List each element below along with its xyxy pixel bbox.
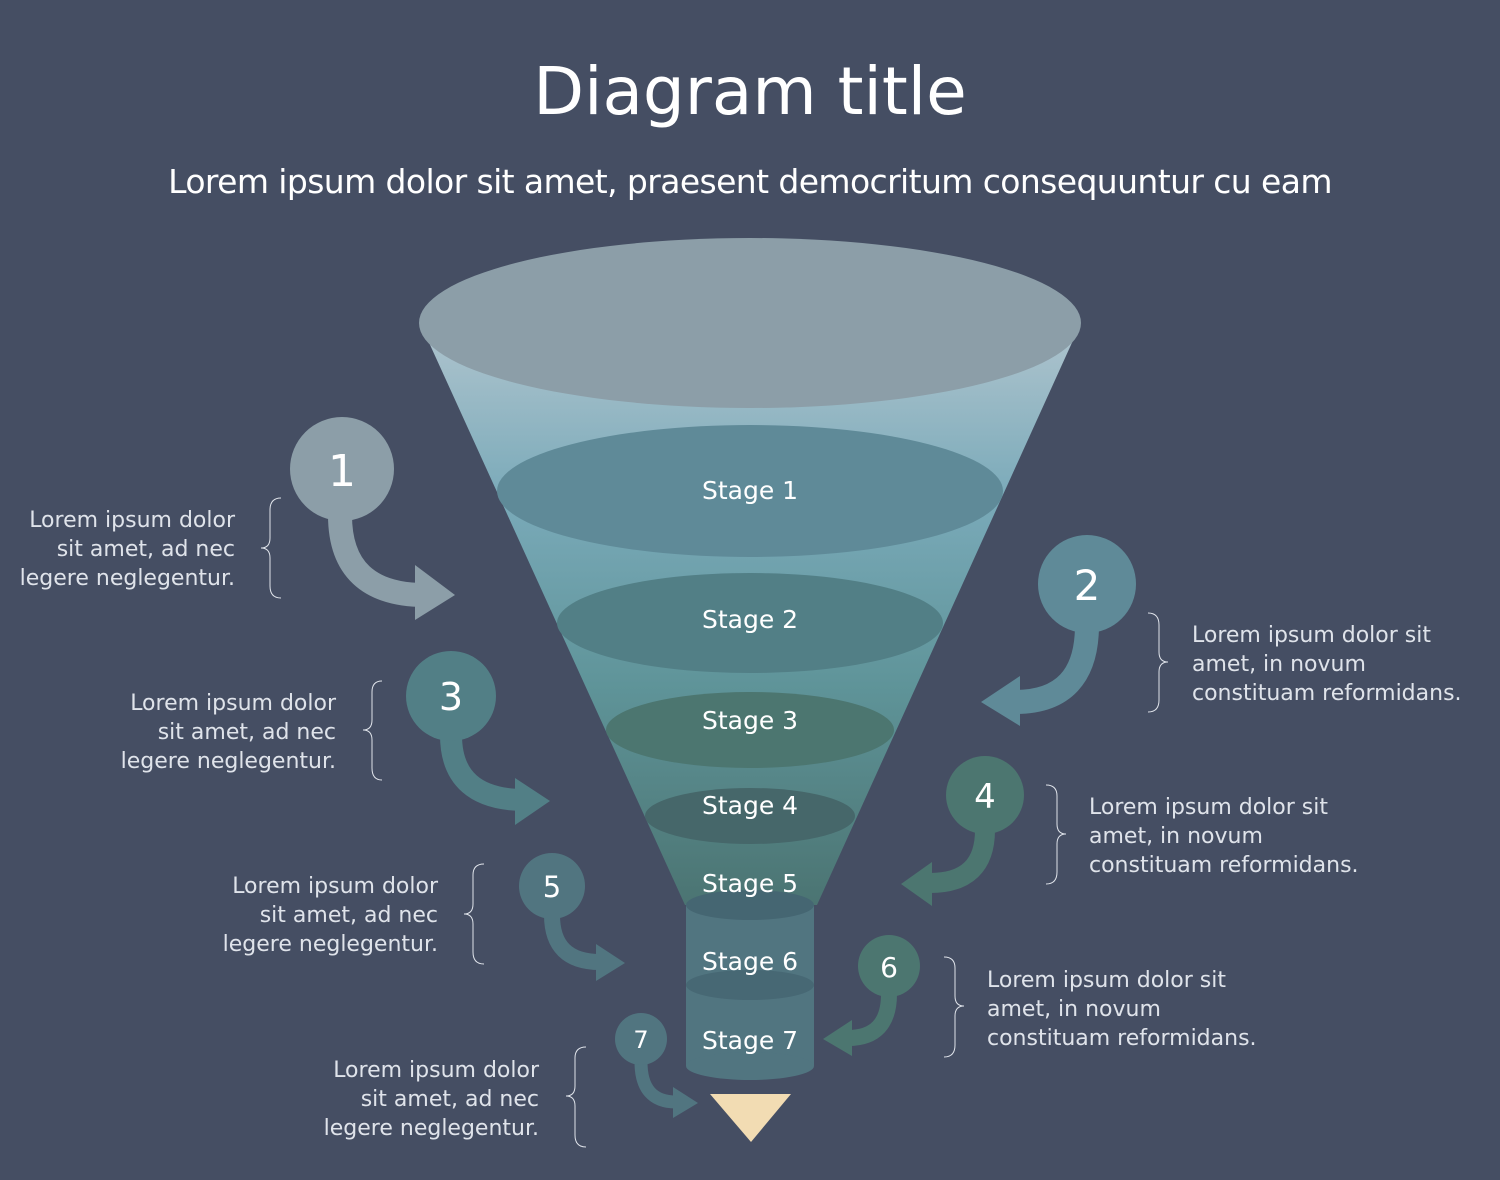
arrow-head-icon [981, 676, 1020, 726]
stage-label-2: Stage 2 [702, 605, 798, 634]
stage-label-3: Stage 3 [702, 706, 798, 735]
brace-icon [1147, 612, 1169, 713]
step-badge-5 [519, 853, 585, 919]
output-triangle [710, 1094, 791, 1142]
arrow-head-icon [415, 565, 455, 620]
curved-arrow-icon [440, 734, 526, 811]
stage-3-band [606, 692, 894, 768]
brace-icon [362, 680, 383, 781]
callout-5: 5 [463, 853, 625, 981]
curved-arrow-icon [328, 514, 426, 607]
brace-icon [1045, 784, 1067, 885]
curved-arrow-icon [1014, 624, 1099, 714]
arrow-head-icon [901, 862, 932, 906]
step-number-3: 3 [439, 675, 463, 719]
curved-arrow-icon [634, 1061, 677, 1109]
funnel-top-rim [419, 238, 1081, 408]
stage-7-top [686, 970, 814, 1000]
brace-icon [260, 497, 282, 599]
arrow-head-icon [673, 1087, 698, 1118]
page-subtitle: Lorem ipsum dolor sit amet, praesent dem… [168, 162, 1332, 201]
stage-label-4: Stage 4 [702, 791, 798, 820]
step-badge-7 [615, 1013, 667, 1065]
callout-text-7: Lorem ipsum dolor sit amet, ad nec leger… [323, 1058, 539, 1141]
callout-text-3: Lorem ipsum dolor sit amet, ad nec leger… [120, 691, 336, 774]
step-number-5: 5 [543, 870, 561, 904]
step-number-2: 2 [1074, 561, 1101, 610]
brace-icon [565, 1046, 587, 1148]
step-badge-1 [290, 417, 394, 521]
stage-label-5: Stage 5 [702, 869, 798, 898]
brace-icon [463, 863, 485, 965]
step-badge-2 [1038, 535, 1136, 633]
callout-text-4: Lorem ipsum dolor sit amet, in novum con… [1089, 795, 1359, 878]
stage-label-1: Stage 1 [702, 476, 798, 505]
arrow-head-icon [515, 778, 550, 825]
stage-label-7: Stage 7 [702, 1026, 798, 1055]
curved-arrow-icon [929, 829, 995, 893]
curved-arrow-icon [544, 914, 601, 970]
stage-2-band [557, 573, 943, 673]
callout-3: 3 [362, 651, 550, 825]
stage-1-band [497, 425, 1003, 557]
callout-2: 2 [981, 535, 1169, 726]
funnel-neck-bottom [686, 1052, 814, 1080]
callout-text-6: Lorem ipsum dolor sit amet, in novum con… [987, 968, 1257, 1051]
callout-text-2: Lorem ipsum dolor sit amet, in novum con… [1192, 623, 1462, 706]
brace-icon [943, 956, 965, 1058]
callout-6: 6 [823, 935, 965, 1058]
step-number-1: 1 [328, 446, 356, 497]
stage-label-6: Stage 6 [702, 947, 798, 976]
step-badge-3 [406, 651, 496, 741]
step-number-4: 4 [974, 777, 996, 817]
step-badge-4 [946, 756, 1024, 834]
stage-4-band [645, 788, 855, 844]
stage-6-top [686, 890, 814, 920]
callout-7: 7 [565, 1013, 698, 1148]
callout-text-1: Lorem ipsum dolor sit amet, ad nec leger… [19, 508, 235, 591]
step-badge-6 [858, 935, 920, 997]
callout-1: 1 [260, 417, 455, 620]
callout-4: 4 [901, 756, 1067, 906]
arrow-head-icon [823, 1020, 852, 1056]
arrow-head-icon [596, 944, 625, 981]
curved-arrow-icon [847, 993, 897, 1046]
step-number-6: 6 [880, 951, 898, 984]
callout-text-5: Lorem ipsum dolor sit amet, ad nec leger… [222, 874, 438, 957]
step-number-7: 7 [633, 1026, 648, 1054]
page-title: Diagram title [533, 53, 967, 130]
